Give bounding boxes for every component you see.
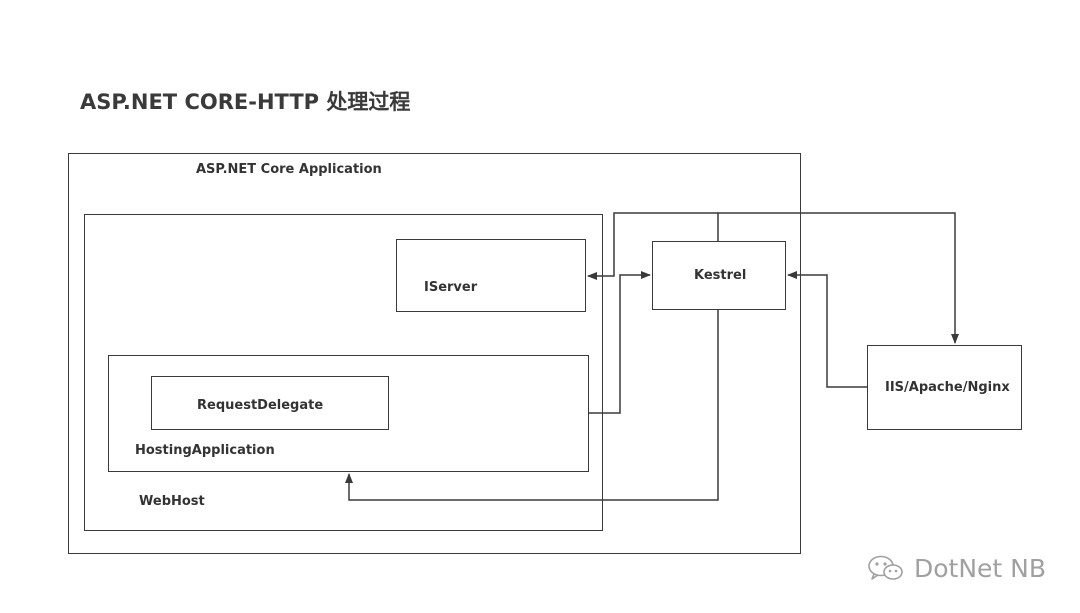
request-delegate-label: RequestDelegate: [197, 398, 324, 413]
reverse-proxy-label: IIS/Apache/Nginx: [885, 380, 1010, 395]
kestrel-to-proxy-connector: [717, 212, 959, 344]
reverse-proxy-box: [867, 345, 1022, 430]
watermark-text: DotNet NB: [914, 553, 1047, 583]
app-label: ASP.NET Core Application: [196, 162, 382, 177]
iserver-label: IServer: [424, 280, 478, 295]
webhost-box: [84, 214, 603, 531]
kestrel-to-iserver-connector: [587, 212, 718, 280]
app-container: [68, 153, 801, 554]
kestrel-box: [652, 241, 786, 310]
proxy-to-kestrel-connector: [787, 271, 867, 388]
hosting-application-label: HostingApplication: [135, 443, 275, 458]
hosting-application-box: [108, 355, 589, 472]
wechat-icon: [868, 555, 903, 580]
webhost-label: WebHost: [139, 494, 205, 509]
kestrel-label: Kestrel: [694, 268, 747, 283]
iserver-box: [396, 239, 586, 312]
request-delegate-box: [151, 376, 389, 430]
diagram-title: ASP.NET CORE-HTTP 处理过程: [80, 90, 411, 114]
kestrel-to-hosting-application-connector: [345, 310, 719, 501]
watermark: DotNet NB: [866, 550, 1046, 586]
hosting-application-to-kestrel-connector: [589, 271, 651, 414]
